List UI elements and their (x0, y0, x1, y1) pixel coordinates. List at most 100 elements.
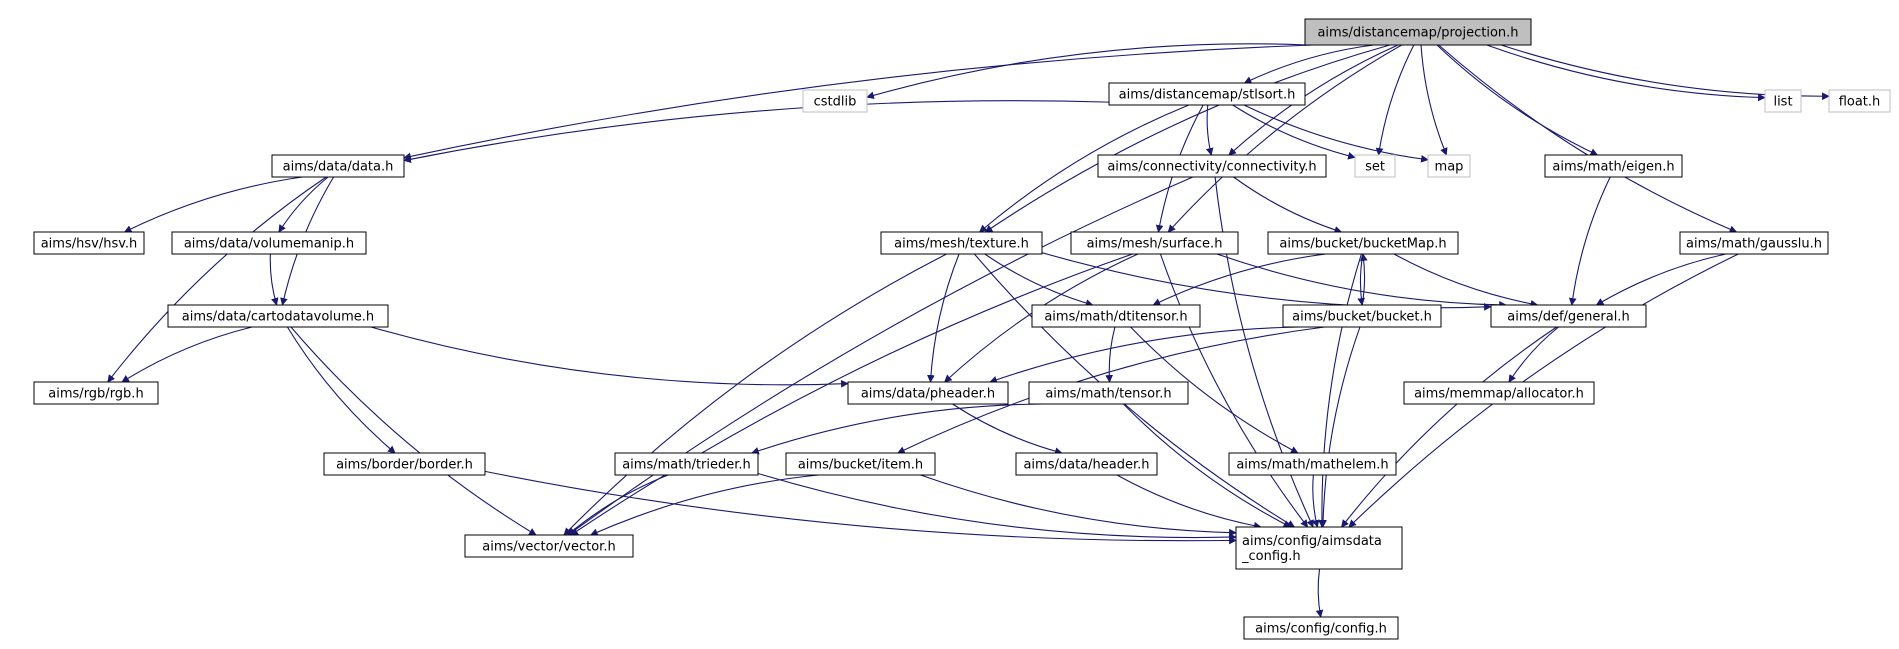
edge-projection-to-floath (1501, 44, 1830, 101)
node-border[interactable]: aims/border/border.h (323, 452, 486, 476)
edge-projection-to-connectivity (1228, 44, 1399, 156)
node-vector[interactable]: aims/vector/vector.h (464, 534, 634, 558)
node-label: aims/data/pheader.h (861, 387, 995, 402)
node-item[interactable]: aims/bucket/item.h (785, 452, 936, 476)
node-dtitensor[interactable]: aims/math/dtitensor.h (1031, 304, 1201, 328)
node-label: aims/mesh/surface.h (1087, 237, 1223, 252)
node-label: list (1773, 95, 1792, 110)
node-label: set (1365, 160, 1385, 175)
node-label: aims/hsv/hsv.h (41, 237, 138, 252)
edge-aimsdata_config-to-config (1315, 568, 1324, 618)
node-bucket[interactable]: aims/bucket/bucket.h (1282, 304, 1442, 328)
node-texture[interactable]: aims/mesh/texture.h (880, 231, 1043, 255)
edge-volumemanip-to-cartodatavolume (269, 253, 279, 306)
edge-mathelem-to-aimsdata_config (1312, 474, 1320, 528)
edge-projection-to-map (1420, 44, 1448, 156)
node-box (1282, 304, 1442, 328)
node-rgb[interactable]: aims/rgb/rgb.h (33, 381, 159, 405)
node-label: aims/rgb/rgb.h (48, 387, 143, 402)
edge-cartodatavolume-to-vector (290, 326, 537, 536)
edge-trieder-to-vector (566, 474, 669, 536)
edge-projection-to-stlsort (1243, 44, 1374, 84)
node-hsv[interactable]: aims/hsv/hsv.h (33, 231, 145, 255)
node-aimsdata_config[interactable]: aims/config/aimsdata_config.h (1235, 526, 1403, 570)
edge-stlsort-to-set (1232, 104, 1356, 160)
edge-projection-to-gausslu (1438, 44, 1738, 233)
node-label: aims/math/gausslu.h (1686, 237, 1822, 252)
node-box (1403, 381, 1595, 405)
edge-item-to-vector (590, 474, 819, 536)
node-connectivity[interactable]: aims/connectivity/connectivity.h (1097, 154, 1327, 178)
node-box (33, 381, 159, 405)
node-label: aims/data/data.h (283, 160, 394, 175)
edge-stlsort-to-texture (979, 104, 1190, 233)
node-label: map (1435, 160, 1464, 175)
node-gausslu[interactable]: aims/math/gausslu.h (1679, 231, 1829, 255)
edge-projection-to-list (1486, 44, 1766, 102)
edge-data-to-hsv (123, 176, 303, 233)
node-label: cstdlib (814, 95, 857, 110)
node-mathelem[interactable]: aims/math/mathelem.h (1228, 452, 1397, 476)
node-bucketmap[interactable]: aims/bucket/bucketMap.h (1267, 231, 1459, 255)
node-config[interactable]: aims/config/config.h (1243, 616, 1399, 640)
node-label: aims/config/config.h (1255, 622, 1387, 637)
edge-cartodatavolume-to-pheader (370, 326, 849, 388)
node-set: set (1354, 154, 1396, 178)
node-box (1764, 89, 1802, 113)
edge-bucketmap-to-aimsdata_config (1318, 253, 1362, 528)
node-pheader[interactable]: aims/data/pheader.h (847, 381, 1009, 405)
edge-projection-to-cstdlib (866, 43, 1309, 100)
edge-border-to-aimsdata_config (484, 470, 1237, 545)
edge-gausslu-to-general (1595, 253, 1727, 306)
node-label: aims/connectivity/connectivity.h (1107, 160, 1316, 175)
edge-tensor-to-aimsdata_config (1123, 403, 1292, 528)
node-label: _config.h (1241, 549, 1301, 564)
node-box (1267, 231, 1459, 255)
edge-texture-to-pheader (927, 253, 960, 383)
edge-layer (107, 43, 1830, 618)
node-label: aims/bucket/bucketMap.h (1279, 237, 1446, 252)
edge-tensor-to-trieder (751, 403, 1044, 455)
node-surface[interactable]: aims/mesh/surface.h (1070, 231, 1239, 255)
edge-bucketmap-to-bucket (1357, 253, 1365, 306)
node-general[interactable]: aims/def/general.h (1490, 304, 1647, 328)
node-projection: aims/distancemap/projection.h (1304, 18, 1532, 46)
node-tensor[interactable]: aims/math/tensor.h (1028, 381, 1189, 405)
node-label: aims/distancemap/stlsort.h (1119, 88, 1296, 103)
node-box (1015, 452, 1158, 476)
edge-gausslu-to-aimsdata_config (1348, 253, 1739, 528)
node-label: aims/math/mathelem.h (1236, 458, 1388, 473)
edge-stlsort-to-connectivity (1205, 104, 1214, 156)
edge-bucketmap-to-general (1393, 253, 1539, 308)
edge-stlsort-to-map (1243, 104, 1429, 163)
edge-surface-to-general (1216, 253, 1507, 309)
node-label: aims/math/trieder.h (622, 458, 751, 473)
edge-trieder-to-aimsdata_config (757, 472, 1237, 542)
node-cartodatavolume[interactable]: aims/data/cartodatavolume.h (167, 304, 389, 328)
node-data[interactable]: aims/data/data.h (271, 154, 405, 178)
node-box (33, 231, 145, 255)
node-allocator[interactable]: aims/memmap/allocator.h (1403, 381, 1595, 405)
node-label: aims/bucket/bucket.h (1292, 310, 1432, 325)
node-label: float.h (1839, 95, 1881, 110)
node-label: aims/math/tensor.h (1045, 387, 1171, 402)
edge-surface-to-vector (570, 253, 1133, 536)
node-volumemanip[interactable]: aims/data/volumemanip.h (171, 231, 367, 255)
node-trieder[interactable]: aims/math/trieder.h (614, 452, 759, 476)
edge-projection-to-data (403, 44, 1314, 161)
node-label: aims/data/volumemanip.h (184, 237, 354, 252)
node-box (271, 154, 405, 178)
node-box (1108, 82, 1306, 106)
edge-projection-to-texture (984, 44, 1391, 233)
node-label: aims/border/border.h (336, 458, 473, 473)
node-box (1031, 304, 1201, 328)
node-eigen[interactable]: aims/math/eigen.h (1544, 154, 1683, 178)
node-box (1490, 304, 1647, 328)
edge-item-to-aimsdata_config (920, 474, 1237, 537)
node-stlsort[interactable]: aims/distancemap/stlsort.h (1108, 82, 1306, 106)
node-label: aims/vector/vector.h (482, 540, 615, 555)
node-header[interactable]: aims/data/header.h (1015, 452, 1158, 476)
node-label: aims/data/header.h (1023, 458, 1149, 473)
edge-projection-to-surface (1167, 44, 1403, 233)
